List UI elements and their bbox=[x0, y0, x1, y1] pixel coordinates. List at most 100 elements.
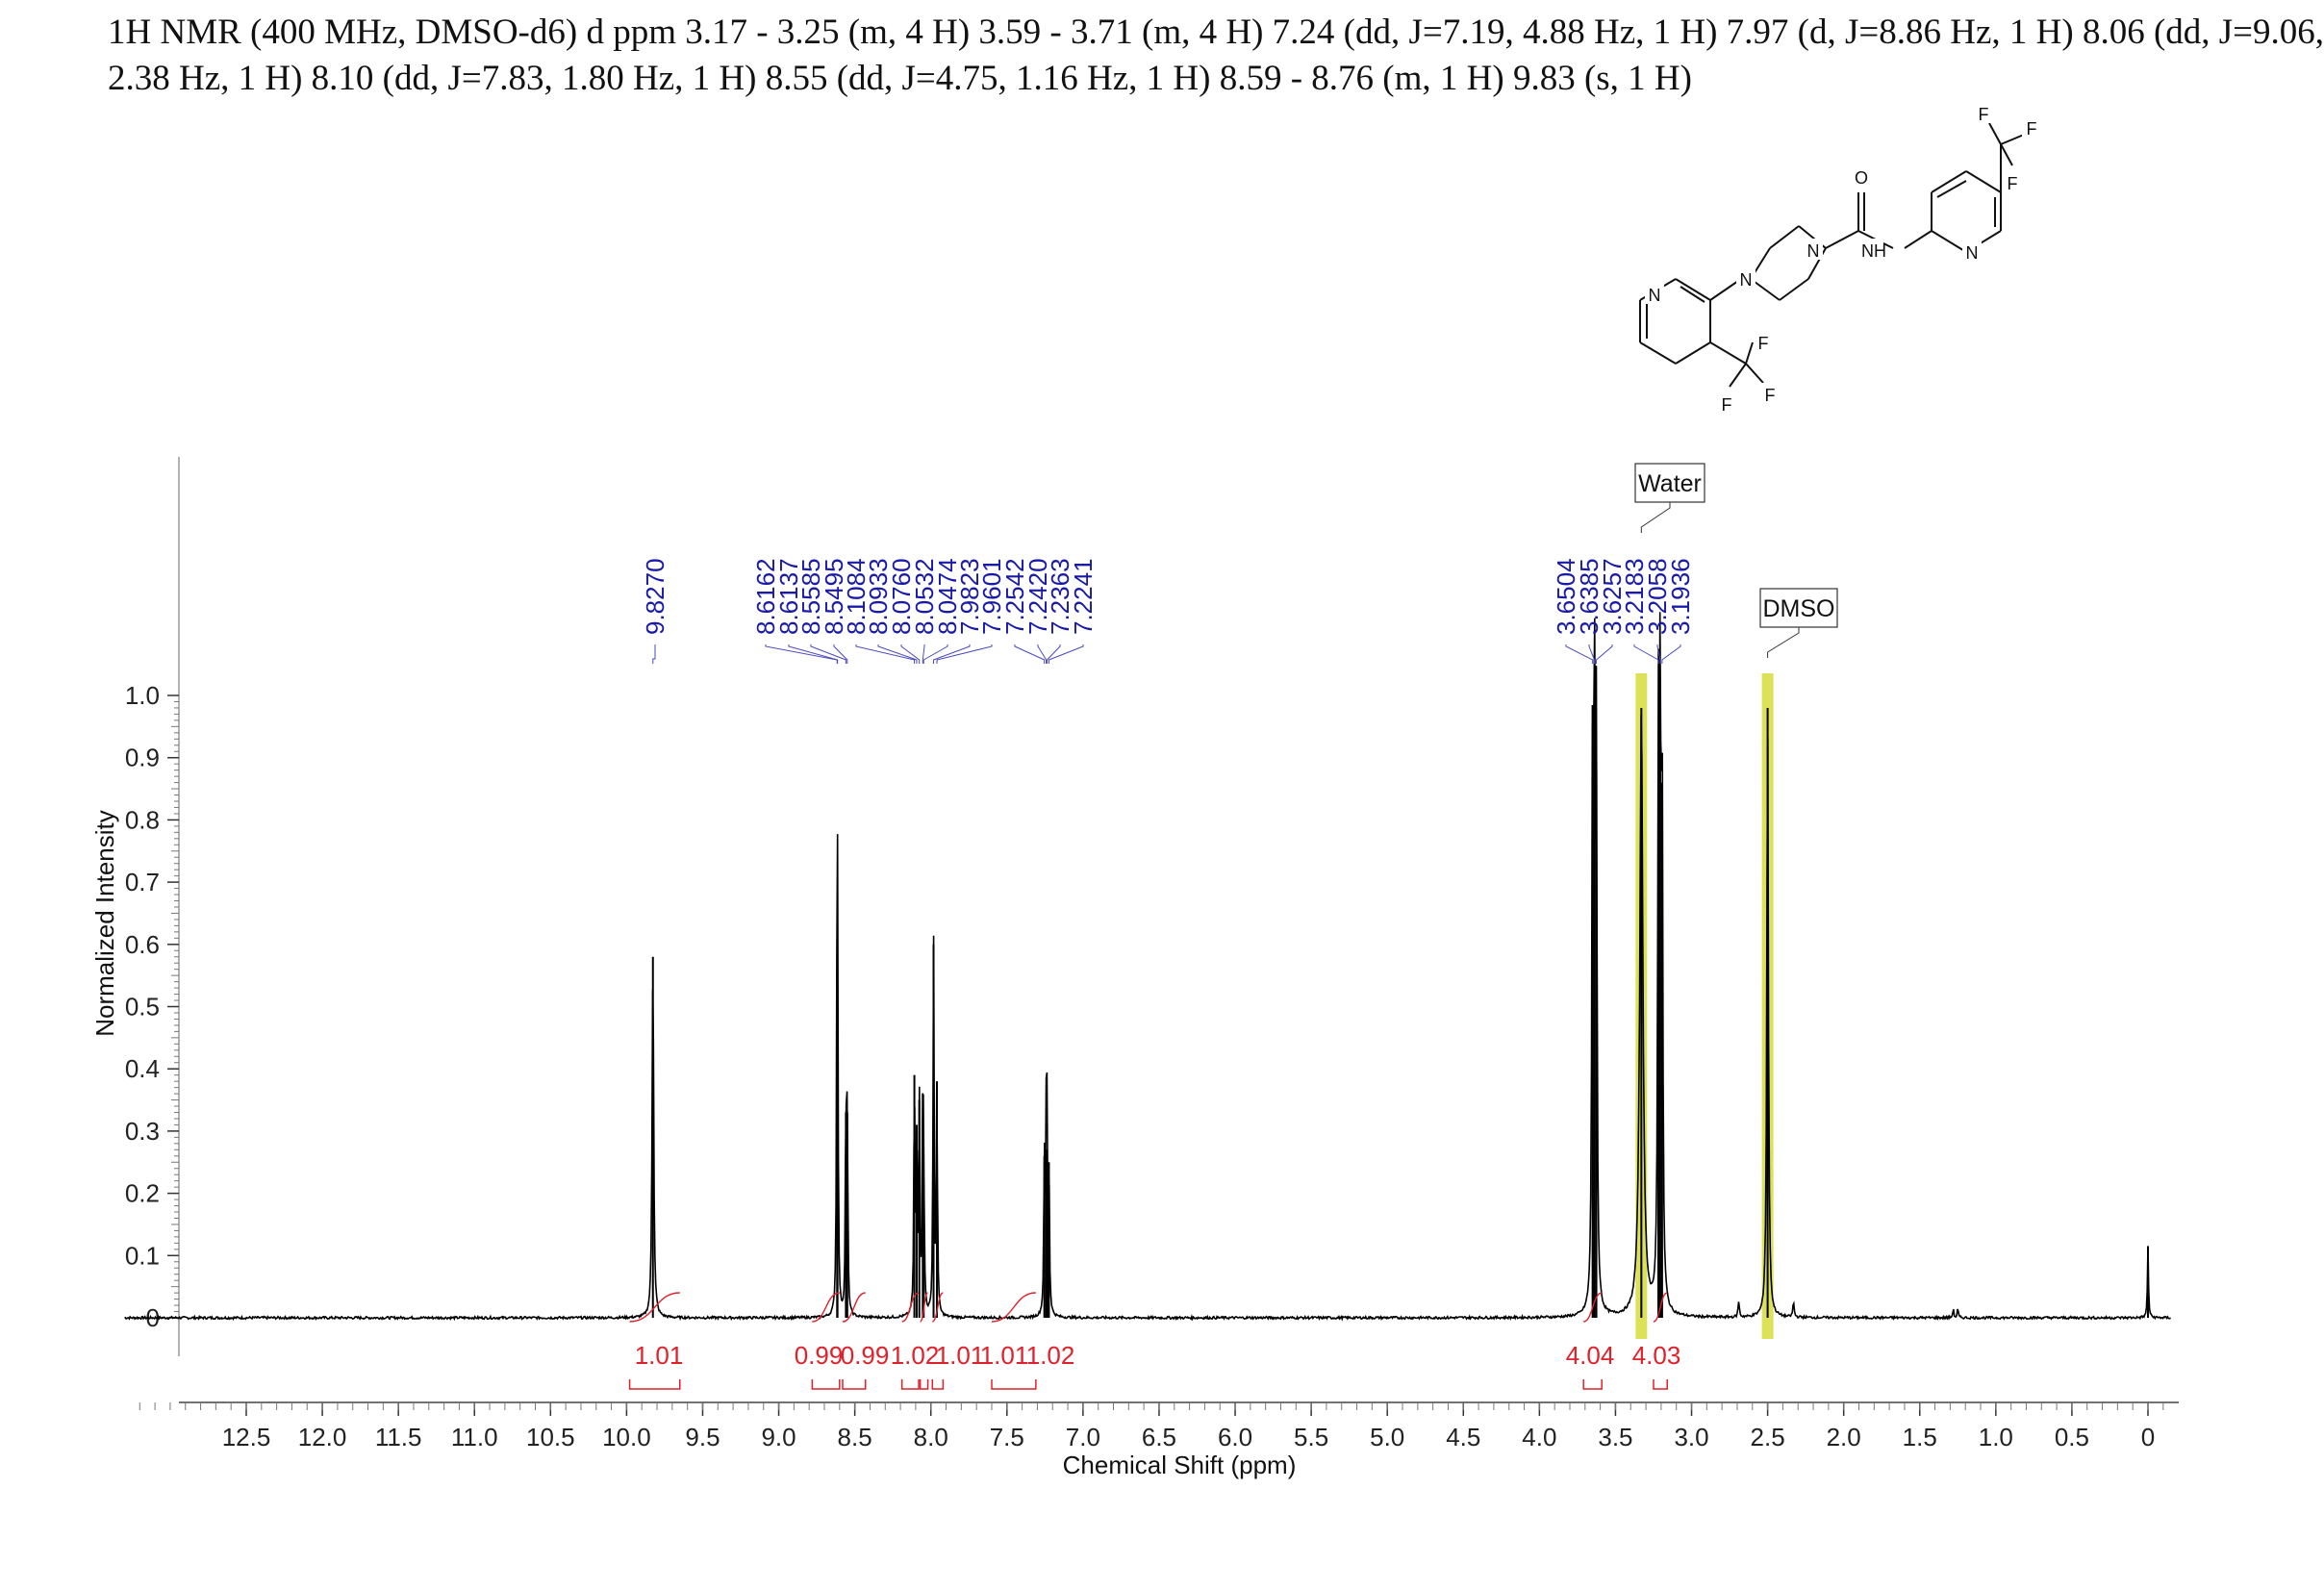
integral-bracket bbox=[900, 1379, 920, 1390]
peak-label-connector bbox=[1633, 644, 1659, 664]
peak-label-connector bbox=[922, 644, 948, 664]
bond bbox=[1745, 341, 1754, 365]
peak-label-connector bbox=[1037, 644, 1048, 664]
nmr-spectrum-chart: 00.10.20.30.40.50.60.70.80.91.0Normalize… bbox=[90, 102, 2179, 1479]
integral-value: 4.04 bbox=[1566, 1341, 1615, 1370]
x-tick-label: 0.5 bbox=[2055, 1423, 2089, 1451]
atom-bg bbox=[2022, 116, 2041, 138]
x-tick-label: 10.0 bbox=[602, 1423, 651, 1451]
peak-label: 3.6257 bbox=[1598, 558, 1627, 635]
peak-label: 8.0474 bbox=[933, 558, 962, 635]
integral-curve bbox=[901, 1292, 920, 1323]
atom-label: F bbox=[2027, 119, 2037, 139]
peak-label-connector bbox=[1588, 644, 1596, 664]
y-tick-label: 0.9 bbox=[125, 744, 160, 772]
solvent-label-box bbox=[1634, 463, 1705, 503]
x-axis-title: Chemical Shift (ppm) bbox=[1063, 1451, 1297, 1479]
integral-bracket bbox=[919, 1379, 929, 1390]
atom-label: F bbox=[1765, 386, 1776, 405]
atom-bg bbox=[2003, 171, 2022, 192]
spectrum-trace bbox=[124, 612, 2171, 1322]
x-tick-label: 7.5 bbox=[990, 1423, 1024, 1451]
peak-label: 3.2058 bbox=[1643, 558, 1672, 635]
spectrum-description: 1H NMR (400 MHz, DMSO-d6) d ppm 3.17 - 3… bbox=[108, 10, 2324, 102]
integral-curve bbox=[931, 1292, 944, 1323]
atom-label: O bbox=[1855, 168, 1868, 188]
integral-curve bbox=[991, 1292, 1036, 1323]
integral-bracket bbox=[931, 1379, 945, 1390]
peak-label-connector bbox=[652, 644, 656, 664]
integral-value: 1.01 bbox=[635, 1341, 684, 1370]
x-tick-label: 1.5 bbox=[1903, 1423, 1937, 1451]
atom-label: N bbox=[1649, 286, 1661, 305]
integral-bracket bbox=[1582, 1379, 1603, 1390]
atom-label: F bbox=[1979, 105, 1989, 124]
atom-bg bbox=[1852, 165, 1871, 187]
peak-label-connector bbox=[765, 644, 838, 664]
atom-bg bbox=[1645, 283, 1664, 304]
integral-curve bbox=[1653, 1292, 1668, 1323]
x-tick-label: 1.0 bbox=[1979, 1423, 2013, 1451]
peak-label-connector bbox=[855, 644, 916, 664]
peak-label-connector bbox=[1596, 644, 1613, 664]
bond bbox=[1675, 278, 1711, 301]
peak-label: 3.1936 bbox=[1666, 558, 1695, 635]
x-tick-label: 8.5 bbox=[838, 1423, 872, 1451]
x-tick-label: 0 bbox=[2141, 1423, 2155, 1451]
peak-label-connector bbox=[922, 644, 925, 664]
peak-label-connector bbox=[936, 644, 993, 664]
x-tick-label: 3.0 bbox=[1674, 1423, 1708, 1451]
integral-curve bbox=[1582, 1292, 1603, 1323]
y-tick-label: 0.7 bbox=[125, 868, 160, 896]
x-tick-label: 2.5 bbox=[1751, 1423, 1785, 1451]
peak-label-connector bbox=[1656, 644, 1661, 664]
atom-label: N bbox=[1740, 270, 1753, 290]
atom-bg bbox=[1804, 239, 1823, 260]
x-tick-label: 9.0 bbox=[761, 1423, 796, 1451]
integral-bracket bbox=[1653, 1379, 1668, 1390]
atom-bg bbox=[1974, 102, 1993, 123]
x-tick-label: 5.5 bbox=[1294, 1423, 1328, 1451]
atom-label: F bbox=[1722, 395, 1732, 415]
peak-label-connector bbox=[1661, 644, 1681, 664]
atom-bg bbox=[1717, 392, 1736, 414]
solvent-label: Water bbox=[1638, 470, 1702, 497]
y-axis-title: Normalized Intensity bbox=[90, 810, 119, 1037]
atom-label: F bbox=[2008, 174, 2018, 193]
peak-label: 7.2542 bbox=[1000, 558, 1029, 635]
peak-label-connector bbox=[1565, 644, 1594, 664]
integral-value: 1.01 bbox=[980, 1341, 1029, 1370]
x-tick-label: 11.5 bbox=[375, 1423, 422, 1451]
peak-label: 7.2363 bbox=[1046, 558, 1074, 635]
atom-label: N bbox=[1807, 241, 1820, 261]
y-tick-label: 0.3 bbox=[125, 1117, 160, 1146]
x-tick-label: 7.0 bbox=[1066, 1423, 1100, 1451]
atom-bg bbox=[1962, 240, 1982, 262]
bond bbox=[1680, 286, 1705, 303]
peak-label: 8.5495 bbox=[820, 558, 848, 635]
peak-label-connector bbox=[900, 644, 921, 664]
atom-label: N bbox=[1966, 243, 1979, 263]
bond bbox=[1931, 170, 1967, 193]
peak-label: 8.0933 bbox=[864, 558, 893, 635]
bond bbox=[1675, 341, 1711, 365]
integral-value: 1.02 bbox=[891, 1341, 940, 1370]
y-tick-label: 0.8 bbox=[125, 805, 160, 834]
atom-label: NH bbox=[1861, 241, 1886, 261]
peak-label: 7.9823 bbox=[955, 558, 984, 635]
x-tick-label: 5.0 bbox=[1370, 1423, 1404, 1451]
atom-bg bbox=[1864, 239, 1883, 260]
integral-value: 4.03 bbox=[1632, 1341, 1681, 1370]
x-tick-label: 2.0 bbox=[1827, 1423, 1861, 1451]
y-tick-label: 0.4 bbox=[125, 1054, 160, 1083]
peak-label: 8.6162 bbox=[751, 558, 780, 635]
peak-label-connector bbox=[1048, 644, 1084, 664]
spectrum bbox=[124, 612, 2171, 1339]
solvent-connector bbox=[1640, 502, 1671, 533]
integral-value: 0.99 bbox=[795, 1341, 844, 1370]
peak-label: 8.0760 bbox=[887, 558, 916, 635]
solvent-connector bbox=[1767, 627, 1800, 658]
bond bbox=[1769, 225, 1800, 249]
